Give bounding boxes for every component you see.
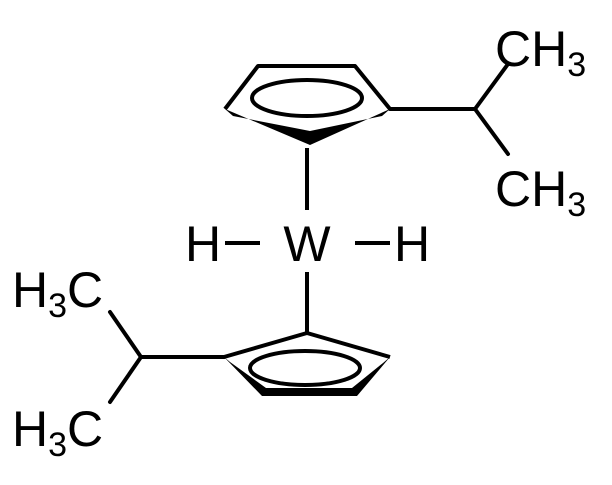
bottom-isopropyl-bonds xyxy=(108,310,226,404)
bottom-ring-front-wedge xyxy=(224,357,390,396)
bottom-cp-ring xyxy=(223,331,391,396)
top-ring-front-wedge xyxy=(225,109,390,145)
top-cp-ring xyxy=(223,64,392,145)
top-ch3-lower: CH3 xyxy=(495,161,586,224)
top-ch3-upper: CH3 xyxy=(495,21,586,84)
bottom-ring-back-edges xyxy=(223,331,391,359)
bottom-h3c-lower: H3C xyxy=(12,401,103,464)
top-ring-aromatic-ellipse xyxy=(250,78,364,118)
hydride-left: H xyxy=(185,216,221,272)
top-ring-back-edges xyxy=(223,64,392,111)
hydride-right: H xyxy=(394,216,430,272)
metal-bonds xyxy=(225,148,390,335)
bottom-ring-aromatic-ellipse xyxy=(248,349,362,387)
metal-tungsten: W xyxy=(283,216,331,272)
bottom-h3c-upper: H3C xyxy=(12,262,103,325)
top-isopropyl-bonds xyxy=(388,62,510,156)
